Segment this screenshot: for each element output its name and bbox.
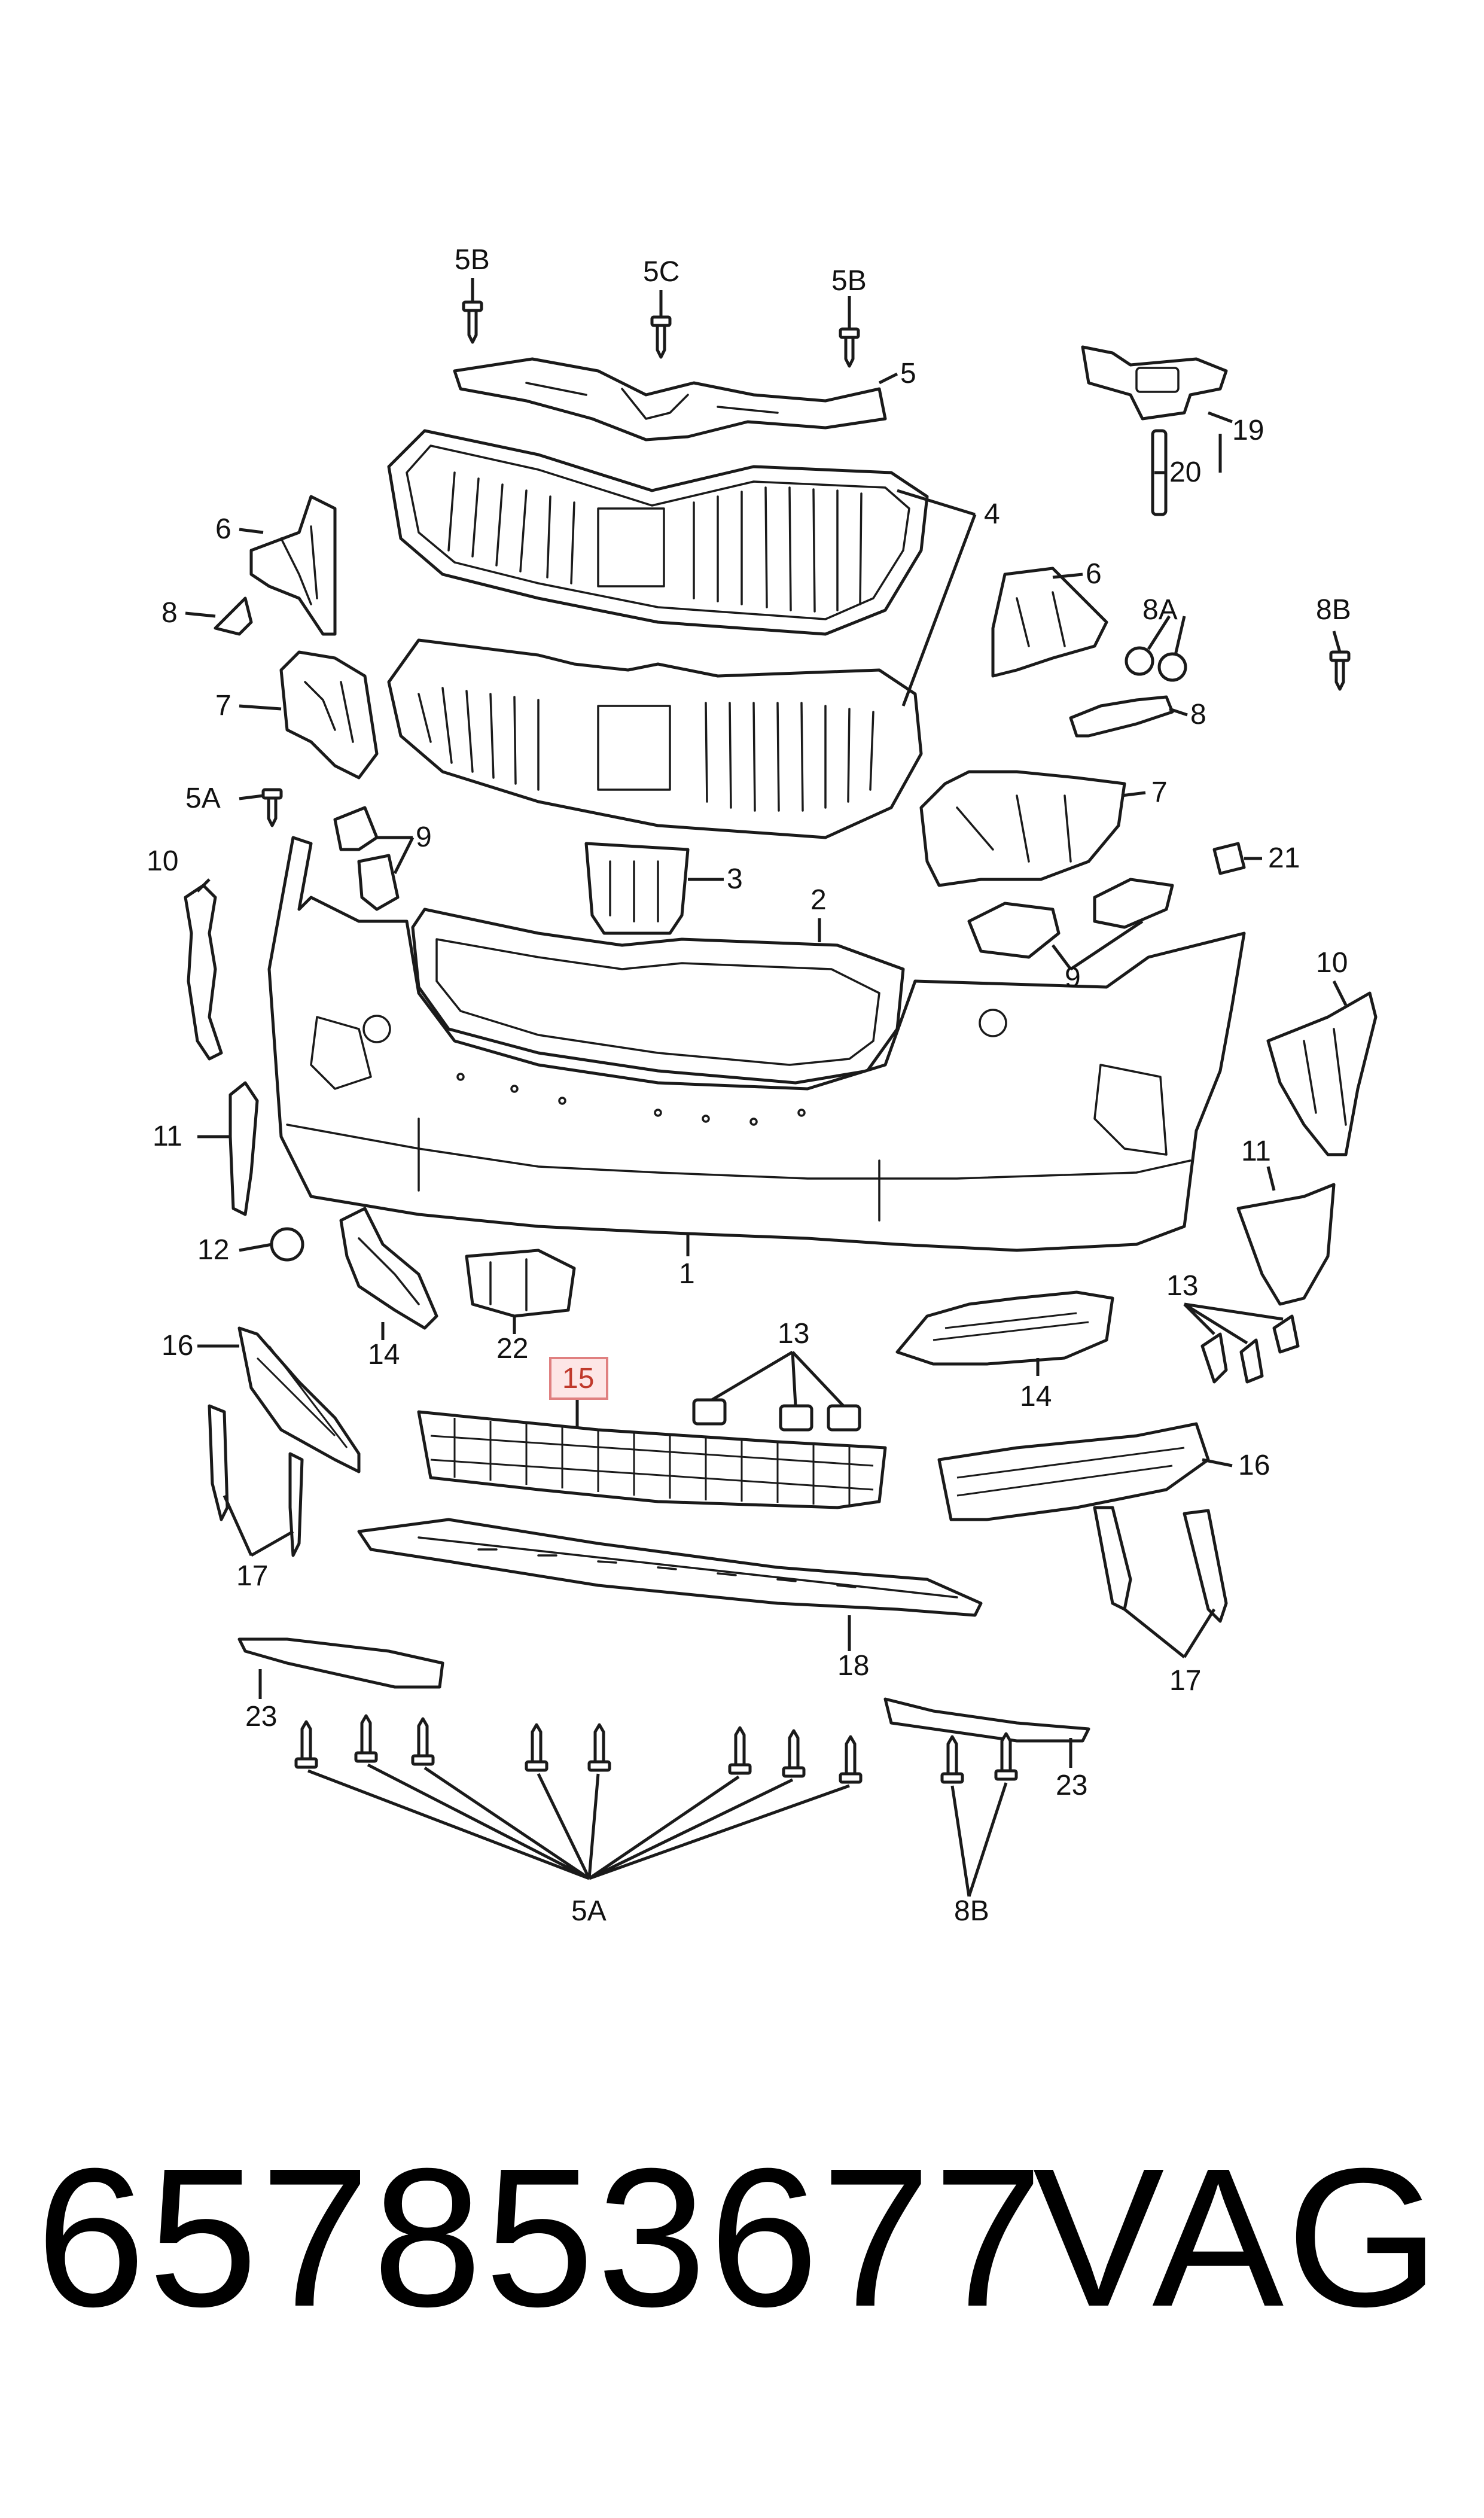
- part-8a-clips: [1125, 646, 1187, 682]
- part-13-clips-center: [692, 1398, 861, 1432]
- part-18-lower-spoiler: [357, 1518, 983, 1617]
- callout-12: 12: [197, 1234, 229, 1266]
- screw-5b-right: [839, 327, 860, 368]
- part-8-right: [1069, 695, 1174, 738]
- callout-6-left: 6: [215, 513, 231, 545]
- callout-10-left: 10: [147, 845, 178, 877]
- callout-23-left: 23: [245, 1701, 277, 1733]
- part-15-center-grille: [417, 1410, 887, 1509]
- screw-5c: [650, 315, 672, 359]
- callout-6-right: 6: [1086, 558, 1102, 590]
- part-10-right: [1266, 991, 1378, 1156]
- callout-17-right: 17: [1169, 1665, 1201, 1697]
- callout-21: 21: [1268, 842, 1300, 874]
- part-11-left: [228, 1081, 259, 1216]
- screw-8b-top: [1329, 650, 1351, 691]
- screw-5b-left: [462, 300, 483, 344]
- part-19-bracket: [1081, 345, 1228, 421]
- part-23-left: [237, 1637, 444, 1689]
- leader-lines: [185, 278, 1348, 1897]
- part-number: 657853677: [36, 2127, 1046, 2348]
- callout-22: 22: [496, 1333, 528, 1365]
- part-9-left: [333, 806, 400, 911]
- callout-11-right: 11: [1241, 1135, 1271, 1167]
- part-14-right: [895, 1290, 1114, 1366]
- callout-23-right: 23: [1056, 1770, 1087, 1801]
- callout-18: 18: [837, 1650, 869, 1682]
- callout-8a: 8A: [1142, 594, 1178, 626]
- part-16-left: [237, 1326, 361, 1473]
- callout-1: 1: [679, 1258, 695, 1290]
- part-10-left: [184, 884, 223, 1061]
- callout-15: 15: [562, 1363, 594, 1395]
- part-8-left: [214, 596, 253, 636]
- part-6-bracket-left: [249, 495, 337, 636]
- callout-5a-bottom: 5A: [571, 1895, 607, 1927]
- part-4-grille-lower: [387, 638, 923, 839]
- part-16-right: [937, 1422, 1210, 1521]
- part-7-bracket-right: [919, 770, 1126, 887]
- callout-3: 3: [727, 863, 743, 895]
- callout-5a-left: 5A: [185, 783, 221, 814]
- part-21-cap: [1212, 842, 1246, 875]
- callout-17-left: 17: [236, 1560, 268, 1592]
- part-17-left: [208, 1404, 304, 1557]
- callout-9-left: 9: [416, 821, 432, 853]
- callout-labels: 5B 5C 5B 5 4 19 20 6 8 7 5A 6 8A 8B 8 7 …: [147, 244, 1351, 1927]
- callout-13-center: 13: [778, 1318, 809, 1350]
- callout-2: 2: [810, 884, 827, 916]
- part-1-bumper-cover: [267, 836, 1246, 1252]
- callout-19: 19: [1232, 415, 1264, 446]
- callout-16-right: 16: [1238, 1450, 1270, 1481]
- callout-11-left: 11: [153, 1121, 182, 1152]
- callout-8-left: 8: [161, 597, 178, 629]
- callout-7-left: 7: [215, 690, 231, 721]
- screws-5a-bottom: [294, 1714, 863, 1784]
- part-7-bracket-left: [279, 650, 379, 780]
- part-6-bracket-right: [991, 567, 1108, 678]
- part-17-right: [1093, 1506, 1228, 1623]
- part-14-left: [339, 1207, 438, 1330]
- callout-8b-top: 8B: [1316, 594, 1351, 626]
- callout-14-right: 14: [1020, 1381, 1052, 1412]
- callout-10-right: 10: [1316, 947, 1348, 979]
- callout-5: 5: [900, 358, 916, 389]
- part-4-grille-upper: [387, 429, 929, 636]
- callout-16-left: 16: [161, 1330, 193, 1362]
- callout-8-right: 8: [1190, 699, 1206, 730]
- callout-4: 4: [984, 498, 1000, 530]
- part-23-right: [883, 1697, 1090, 1743]
- callout-14-left: 14: [368, 1339, 400, 1371]
- screws-8b-bottom: [940, 1732, 1018, 1784]
- part-3-bracket: [584, 842, 690, 935]
- part-5-upper-crossmember: [453, 357, 887, 442]
- callout-5b-right: 5B: [831, 265, 867, 297]
- screw-5a-left: [261, 788, 283, 827]
- callout-8b-bottom: 8B: [954, 1895, 989, 1927]
- part-13-clips-right: [1200, 1314, 1300, 1384]
- part-11-right: [1236, 1183, 1336, 1306]
- part-12-plug: [270, 1227, 304, 1262]
- callout-5b-left: 5B: [455, 244, 490, 276]
- callout-7-right: 7: [1151, 777, 1168, 808]
- callout-9-right: 9: [1065, 962, 1081, 994]
- part-9-right: [967, 878, 1174, 959]
- highlight-box-15: [549, 1357, 608, 1400]
- part-22-bracket: [465, 1249, 576, 1318]
- callout-13-right: 13: [1166, 1270, 1198, 1302]
- callout-20: 20: [1169, 456, 1201, 488]
- callout-5c: 5C: [643, 256, 679, 288]
- brand-label: VAG: [1032, 2127, 1442, 2348]
